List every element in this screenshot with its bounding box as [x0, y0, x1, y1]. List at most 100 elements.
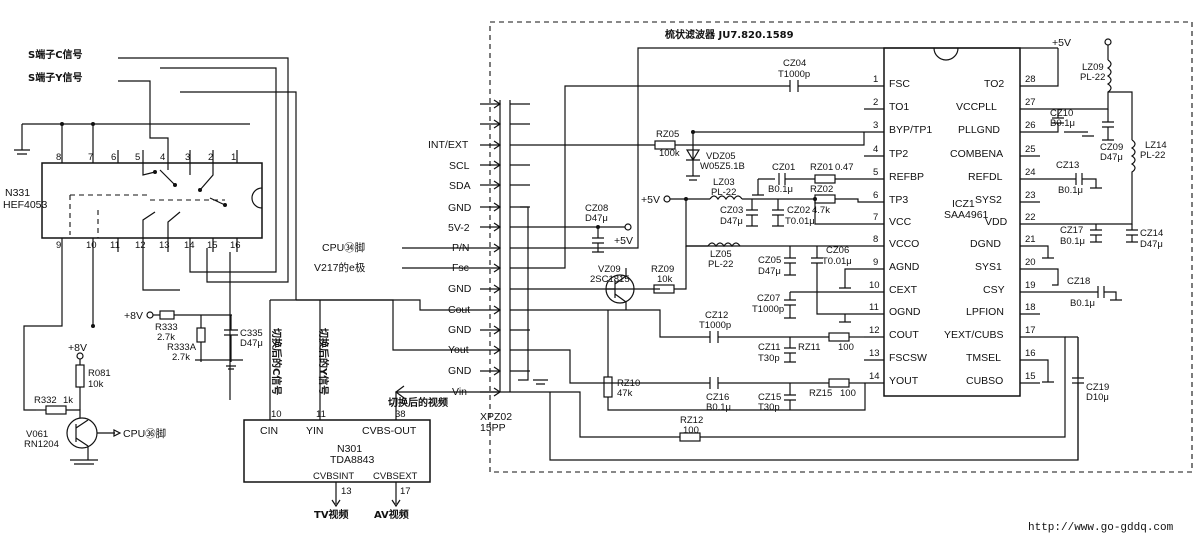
n331-pin-11: 11	[110, 240, 120, 251]
rz05-ref: RZ05	[656, 129, 679, 140]
xpz-gnd-1: GND	[448, 202, 472, 214]
cz10-ref: CZ10	[1050, 108, 1073, 119]
n301-pin13: 13	[341, 486, 352, 497]
icz1-pin-tmsel: TMSEL	[966, 352, 1001, 364]
cz11-ref: CZ11	[758, 342, 781, 353]
vz09-ref: VZ09	[598, 264, 621, 275]
r332-val: 1k	[63, 395, 73, 406]
xpz-vin: Vin	[452, 386, 467, 398]
icz1-n2: 2	[873, 97, 878, 108]
icz1-n10: 10	[869, 280, 880, 291]
plus8v-b-label: +8V	[68, 342, 87, 354]
rz15-ref: RZ15	[809, 388, 832, 399]
plus8v-a-label: +8V	[124, 310, 143, 322]
cz17-val: B0.1μ	[1060, 236, 1085, 247]
rz15-val: 100	[840, 388, 856, 399]
n301-part: TDA8843	[330, 454, 375, 466]
icz1-pin-sys1: SYS1	[975, 261, 1002, 273]
icz1-n25: 25	[1025, 144, 1036, 155]
switched-c-label: 切换后的C信号	[270, 328, 283, 395]
rz05-val: 100k	[659, 148, 680, 159]
icz1-n9: 9	[873, 257, 878, 268]
plus5v-right-label: +5V	[614, 235, 633, 247]
rz11-ref: RZ11	[798, 342, 821, 353]
icz1-n27: 27	[1025, 97, 1036, 108]
icz1-pin-cubso: CUBSO	[966, 375, 1003, 387]
watermark-url[interactable]: http://www.go-gddq.com	[1028, 522, 1174, 534]
icz1-pin-sys2: SYS2	[975, 194, 1002, 206]
c335-ref: C335	[240, 328, 263, 339]
icz1-n4: 4	[873, 144, 878, 155]
xpz02-connector	[499, 100, 511, 392]
cz01-val: B0.1μ	[768, 184, 793, 195]
xpz02-part: 15PP	[480, 422, 506, 434]
n331-pin-7: 7	[88, 152, 93, 163]
vz09-val: 2SC1815	[590, 274, 630, 285]
comb-filter-boundary	[489, 21, 1193, 473]
av-video-label: AV视频	[374, 508, 409, 521]
n331-pin-16: 16	[230, 240, 241, 251]
vdz05-ref: VDZ05	[706, 151, 736, 162]
icz1-n16: 16	[1025, 348, 1036, 359]
xpz-sda: SDA	[449, 180, 471, 192]
icz1-n24: 24	[1025, 167, 1036, 178]
n331-pin-12: 12	[135, 240, 146, 251]
n331-switch-ic: N331 HEF4053 8 7 6 5 4 3 2 1 9 10 11 12 …	[3, 124, 263, 252]
icz1-pin-vcco: VCCO	[889, 238, 919, 250]
lz03-val: PL-22	[711, 187, 736, 198]
cz18-ref: CZ18	[1067, 276, 1090, 287]
icz1-pin-agnd: AGND	[889, 261, 920, 273]
n301-tda8843: CIN YIN CVBS-OUT N301 TDA8843 CVBSINT CV…	[243, 409, 431, 521]
icz1-n7: 7	[873, 212, 878, 223]
n331-pin-2: 2	[208, 152, 213, 163]
xpz-cout: Cout	[448, 304, 470, 316]
icz1-pin-yout: YOUT	[889, 375, 919, 387]
cz05-val: D47μ	[758, 266, 781, 277]
r333-ref: R333	[155, 322, 178, 333]
cpu34-label: CPU㉞脚	[322, 241, 365, 254]
cz02-val: T0.01μ	[785, 216, 815, 227]
cz02-ref: CZ02	[787, 205, 810, 216]
icz1-n18: 18	[1025, 302, 1036, 313]
n331-ref: N331	[5, 187, 30, 199]
n301-yin: YIN	[306, 425, 324, 437]
n301-pin10: 10	[271, 409, 282, 420]
cz06-val: T0.01μ	[822, 256, 852, 267]
icz1-n13: 13	[869, 348, 880, 359]
c335-val: D47μ	[240, 338, 263, 349]
xpz-int-ext: INT/EXT	[428, 139, 469, 151]
icz1-pin-dgnd: DGND	[970, 238, 1001, 250]
n301-cin: CIN	[260, 425, 278, 437]
rz10-val: 47k	[617, 388, 633, 399]
switched-video-label: 切换后的视频	[388, 396, 448, 409]
tv-video-label: TV视频	[314, 508, 349, 521]
cz19-ref: CZ19	[1086, 382, 1109, 393]
cz09-ref: CZ09	[1100, 142, 1123, 153]
n301-ref: N301	[337, 443, 362, 455]
icz1-n20: 20	[1025, 257, 1036, 268]
icz1-pin-fscsw: FSCSW	[889, 352, 927, 364]
cz07-val: T1000p	[752, 304, 784, 315]
icz1-n5: 5	[873, 167, 878, 178]
r333-val: 2.7k	[157, 332, 175, 343]
cz06-ref: CZ06	[826, 245, 849, 256]
svg-text:切换后的C信号: 切换后的C信号	[270, 328, 283, 395]
xpz-yout: Yout	[448, 344, 469, 356]
cz19-val: D10μ	[1086, 392, 1109, 403]
icz1-part: SAA4961	[944, 209, 989, 221]
icz1-n8: 8	[873, 234, 878, 245]
cz07-ref: CZ07	[757, 293, 780, 304]
cz04-val: T1000p	[778, 69, 810, 80]
r332-ref: R332	[34, 395, 57, 406]
cz15-ref: CZ15	[758, 392, 781, 403]
switched-y-label: 切换后的Y信号	[317, 328, 330, 395]
rz11-val: 100	[838, 342, 854, 353]
lz09-val: PL-22	[1080, 72, 1105, 83]
lz14-ref: LZ14	[1145, 140, 1167, 151]
cz08-val: D47μ	[585, 213, 608, 224]
rz09-ref: RZ09	[651, 264, 674, 275]
icz1-pin-pllgnd: PLLGND	[958, 124, 1000, 136]
cz08-ref: CZ08	[585, 203, 608, 214]
xpz-gnd-3: GND	[448, 324, 472, 336]
icz1-n14: 14	[869, 371, 880, 382]
